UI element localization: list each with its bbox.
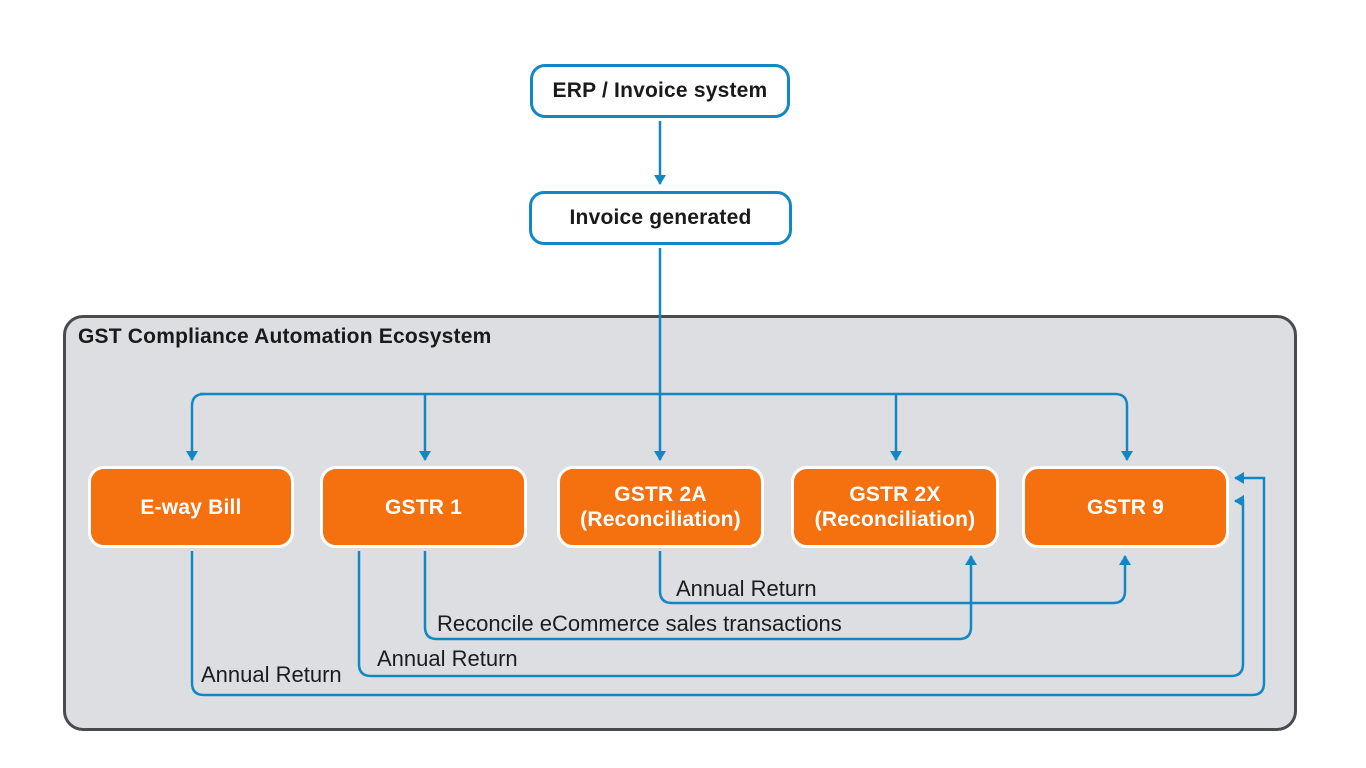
node-gstr-2x-sublabel: (Reconciliation)	[814, 508, 976, 531]
node-gstr-2a-sublabel: (Reconciliation)	[580, 508, 741, 531]
node-erp-invoice-system: ERP / Invoice system	[530, 64, 790, 118]
node-gstr-9-label: GSTR 9	[1086, 495, 1165, 519]
edge-label-eway-annual-return: Annual Return	[201, 662, 342, 687]
node-gstr-2x-label: GSTR 2X	[849, 483, 941, 506]
node-gstr-2a: GSTR 2A (Reconciliation)	[557, 466, 764, 548]
node-gstr-2x: GSTR 2X (Reconciliation)	[791, 466, 999, 548]
ecosystem-title: GST Compliance Automation Ecosystem	[78, 325, 492, 348]
node-invoice-generated-label: Invoice generated	[569, 206, 752, 229]
node-gstr-1-label: GSTR 1	[384, 495, 463, 519]
node-gstr-9: GSTR 9	[1022, 466, 1229, 548]
node-eway-bill-label: E-way Bill	[140, 495, 242, 519]
node-erp-invoice-system-label: ERP / Invoice system	[552, 79, 768, 102]
node-gstr-1: GSTR 1	[320, 466, 527, 548]
node-gstr-2a-label: GSTR 2A	[614, 483, 707, 506]
edge-label-gstr2a-annual-return: Annual Return	[676, 576, 817, 601]
node-eway-bill: E-way Bill	[88, 466, 294, 548]
node-invoice-generated: Invoice generated	[529, 191, 792, 245]
edge-label-reconcile-ecommerce: Reconcile eCommerce sales transactions	[437, 611, 842, 636]
edge-label-gstr1-annual-return: Annual Return	[377, 646, 518, 671]
